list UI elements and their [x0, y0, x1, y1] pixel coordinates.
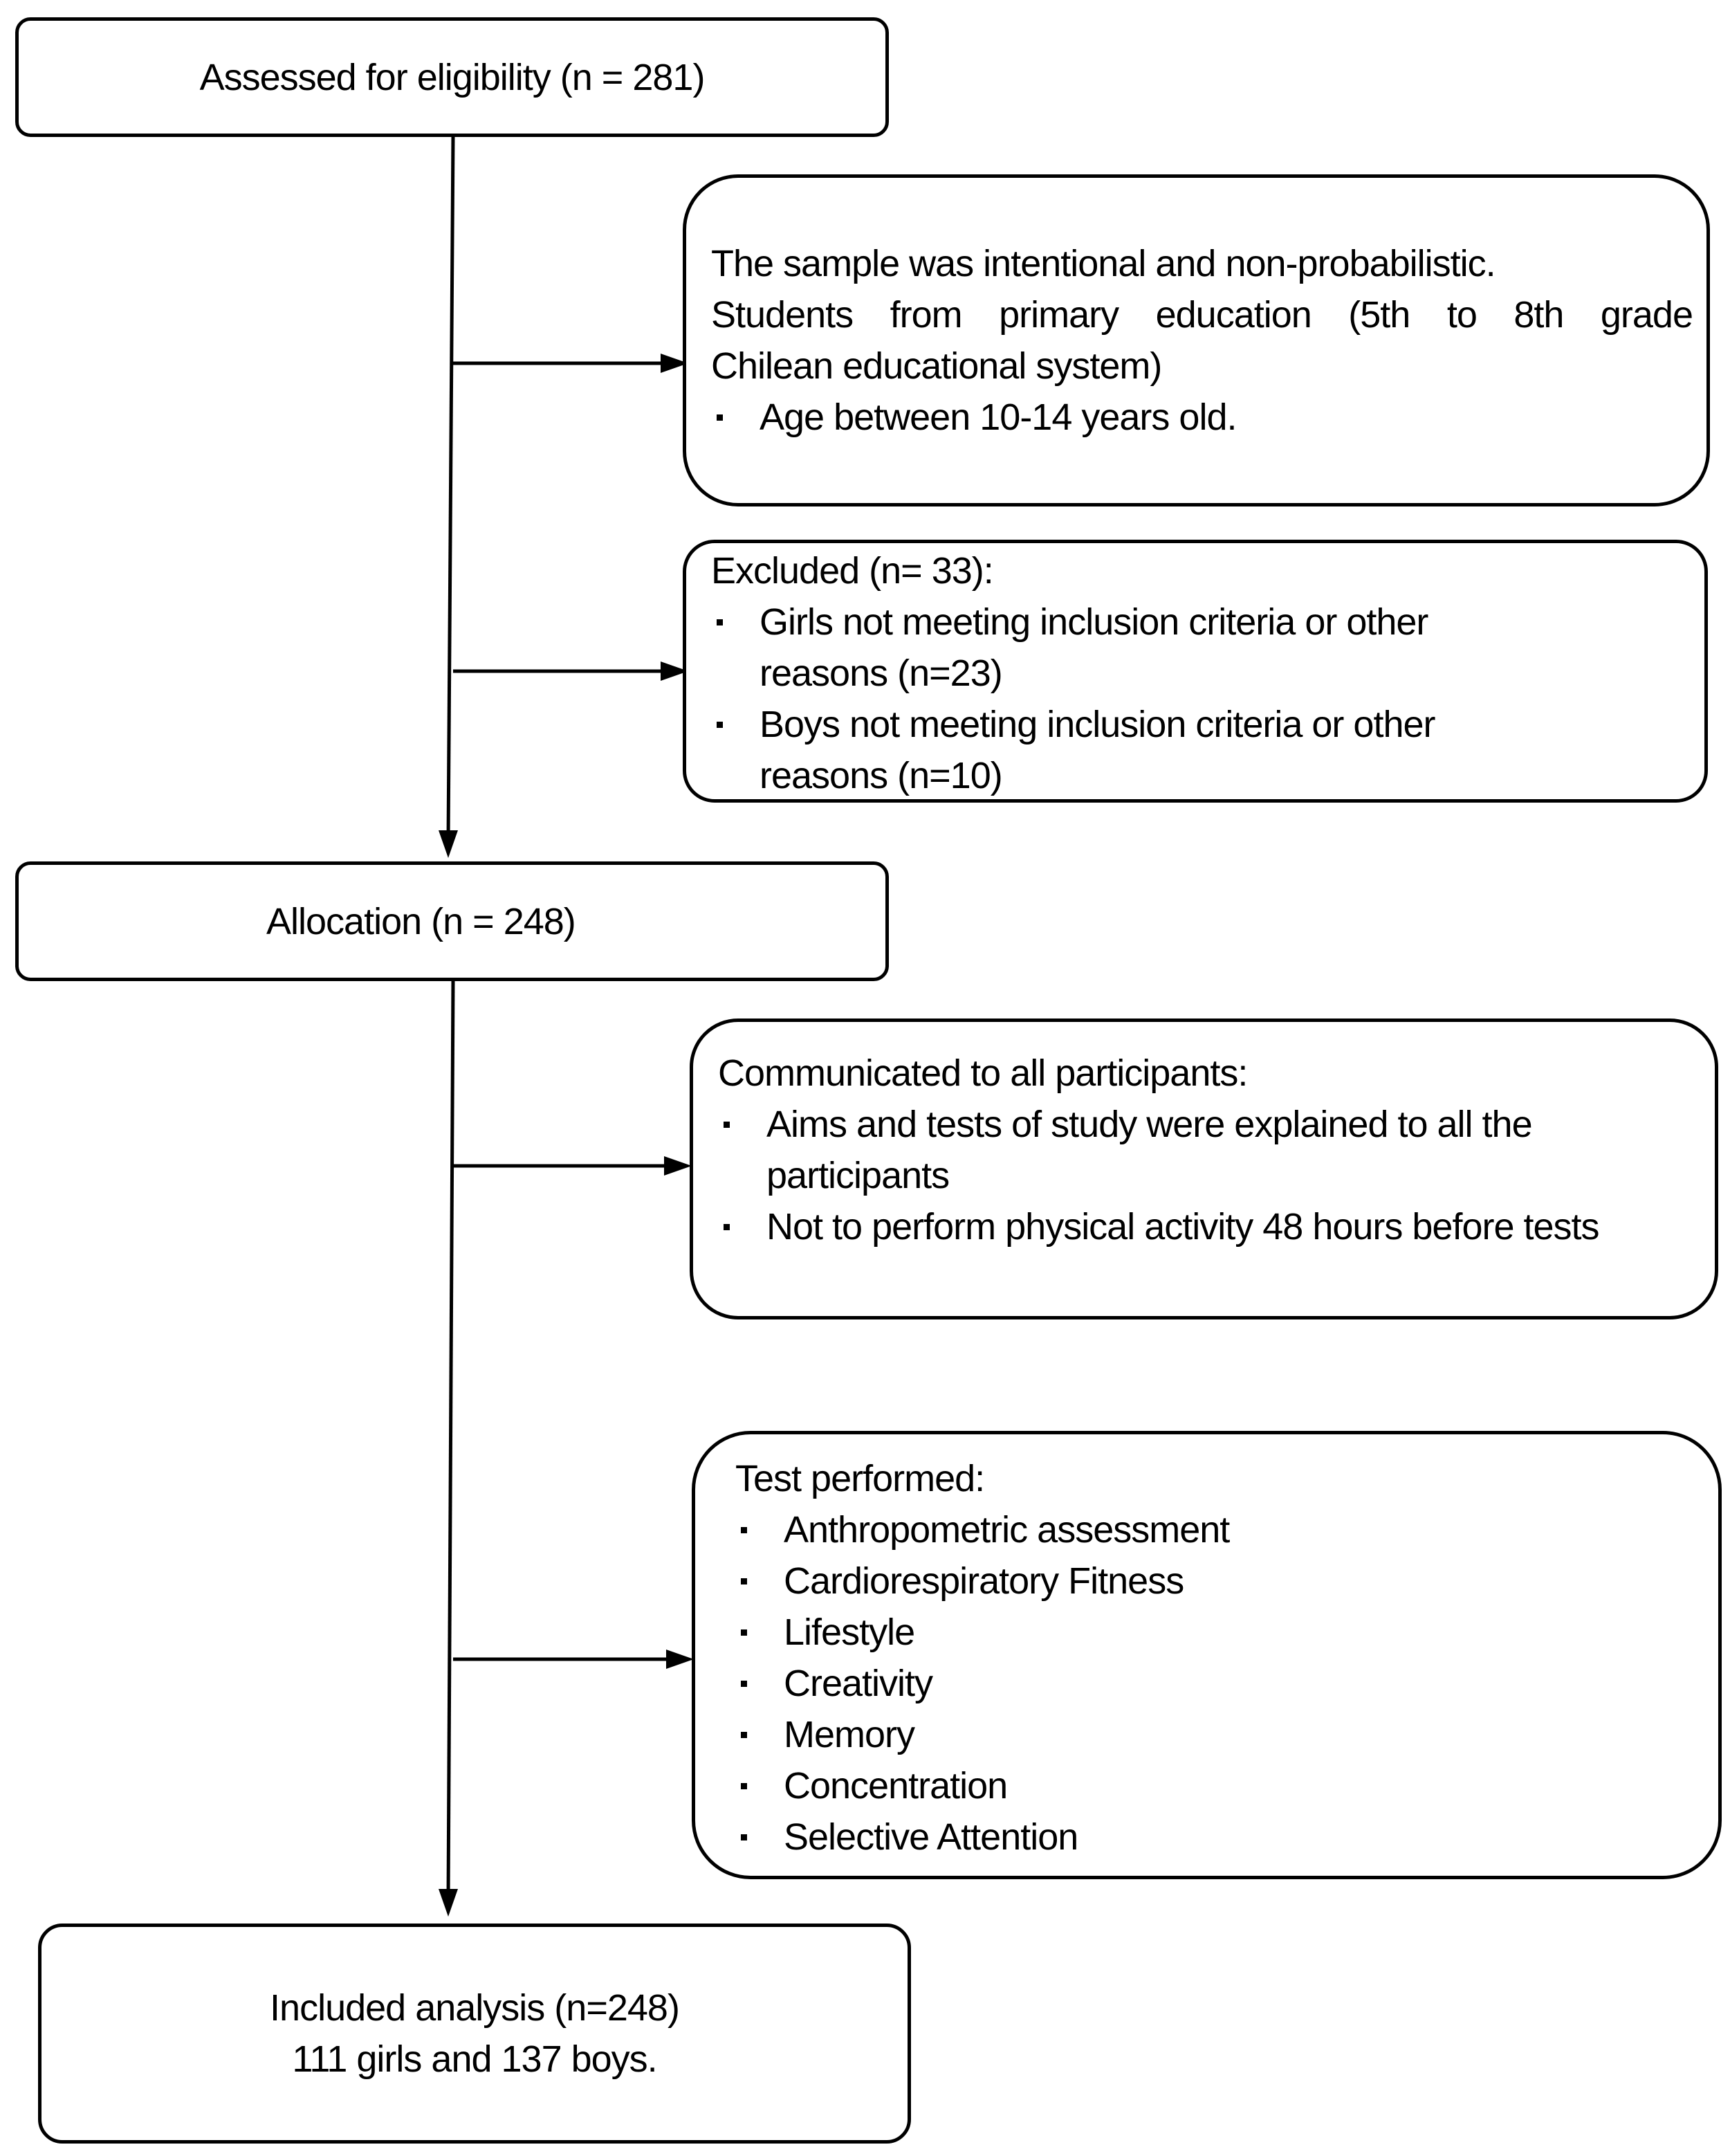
sample-bullet-item: Age between 10-14 years old.: [711, 392, 1693, 443]
communicated-bullet-item: Not to perform physical activity 48 hour…: [718, 1201, 1669, 1252]
sample-box: The sample was intentional and non-proba…: [683, 174, 1710, 506]
arrow-down-to-included: [439, 1889, 458, 1917]
communicated-heading: Communicated to all participants:: [718, 1052, 1248, 1094]
main-flow-line-lower: [446, 978, 455, 1900]
excluded-bullet-item: Boys not meeting inclusion criteria or o…: [711, 699, 1541, 801]
allocation-box: Allocation (n = 248): [15, 861, 889, 981]
excluded-bullet-item: Girls not meeting inclusion criteria or …: [711, 596, 1541, 699]
tests-bullet-item: Lifestyle: [735, 1607, 1704, 1658]
sample-bullet-list: Age between 10-14 years old.: [711, 392, 1693, 443]
assessed-box: Assessed for eligibility (n = 281): [15, 17, 889, 137]
assessed-label: Assessed for eligibility (n = 281): [199, 56, 706, 98]
excluded-bullet-list: Girls not meeting inclusion criteria or …: [711, 596, 1541, 801]
sample-line-3: Chilean educational system): [711, 345, 1162, 387]
included-box: Included analysis (n=248) 111 girls and …: [38, 1924, 911, 2144]
arrow-right-to-sample: [661, 354, 688, 373]
sample-line-2: Students from primary education (5th to …: [711, 294, 1693, 336]
tests-bullet-list: Anthropometric assessment Cardiorespirat…: [735, 1504, 1704, 1863]
communicated-bullet-list: Aims and tests of study were explained t…: [718, 1099, 1669, 1252]
arrow-right-to-communicated: [664, 1156, 692, 1176]
excluded-heading: Excluded (n= 33):: [711, 550, 994, 592]
tests-box: Test performed: Anthropometric assessmen…: [692, 1431, 1722, 1879]
arrow-right-to-tests: [666, 1650, 694, 1669]
included-line-2: 111 girls and 137 boys.: [292, 2038, 657, 2080]
tests-bullet-item: Anthropometric assessment: [735, 1504, 1704, 1555]
arrow-right-to-excluded: [661, 661, 688, 681]
communicated-box: Communicated to all participants: Aims a…: [690, 1018, 1718, 1319]
tests-bullet-item: Memory: [735, 1709, 1704, 1760]
sample-line-1: The sample was intentional and non-proba…: [711, 243, 1496, 284]
included-line-1: Included analysis (n=248): [270, 1987, 680, 2029]
tests-bullet-item: Concentration: [735, 1760, 1704, 1811]
allocation-label: Allocation (n = 248): [266, 900, 576, 942]
main-flow-line-upper: [446, 134, 455, 841]
excluded-box: Excluded (n= 33): Girls not meeting incl…: [683, 540, 1708, 803]
communicated-bullet-item: Aims and tests of study were explained t…: [718, 1099, 1669, 1201]
tests-bullet-item: Selective Attention: [735, 1811, 1704, 1863]
tests-bullet-item: Creativity: [735, 1658, 1704, 1709]
arrow-down-to-allocation: [439, 830, 458, 858]
tests-heading: Test performed:: [735, 1458, 985, 1499]
tests-bullet-item: Cardiorespiratory Fitness: [735, 1555, 1704, 1607]
